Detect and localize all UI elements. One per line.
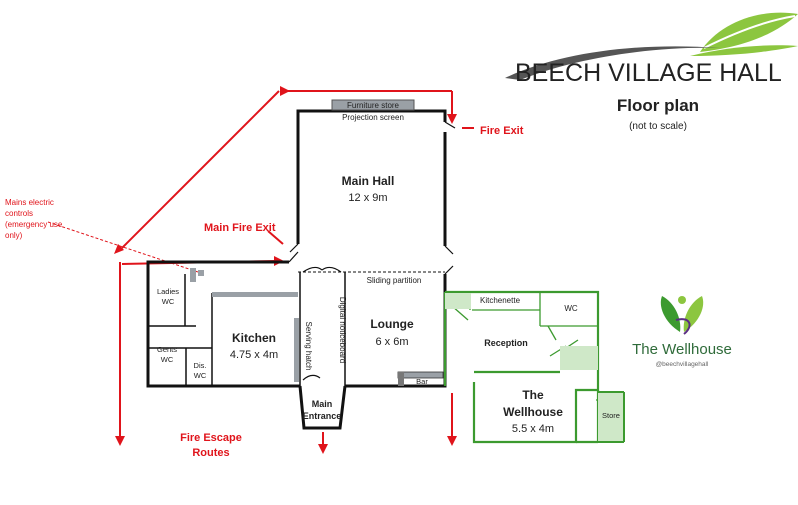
furniture-store-label: Furniture store bbox=[347, 101, 400, 110]
main-entrance-label-1: Main bbox=[312, 399, 333, 409]
main-hall-size: 12 x 9m bbox=[348, 192, 387, 204]
beech-leaf-logo-icon bbox=[505, 12, 798, 80]
arrowheads bbox=[114, 86, 457, 454]
digital-noticeboard-label: Digital noticeboard bbox=[338, 297, 347, 363]
wellhouse-logo-name: The Wellhouse bbox=[632, 341, 732, 358]
page-subtitle: (not to scale) bbox=[629, 121, 687, 132]
ladies-wc-label-1: Ladies bbox=[157, 287, 179, 296]
reception-label: Reception bbox=[484, 338, 528, 348]
wellhouse-size: 5.5 x 4m bbox=[512, 423, 554, 435]
page-title: Floor plan bbox=[617, 96, 699, 115]
fire-escape-routes-line-1: Fire Escape bbox=[180, 432, 242, 444]
kitchen-counter bbox=[212, 292, 298, 297]
internal-walls bbox=[148, 272, 346, 386]
projection-screen-label: Projection screen bbox=[342, 113, 404, 122]
store-room-fill bbox=[598, 392, 624, 442]
reception-counter bbox=[560, 346, 598, 370]
fire-exit-label: Fire Exit bbox=[480, 125, 524, 137]
dis-wc-label-1: Dis. bbox=[194, 361, 207, 370]
bar-end bbox=[398, 372, 404, 386]
wellhouse-name-1: The bbox=[522, 388, 544, 402]
dis-wc-label-2: WC bbox=[194, 371, 207, 380]
mains-controls-leader bbox=[47, 221, 199, 273]
store-label: Store bbox=[602, 411, 620, 420]
fire-escape-routes-line-2: Routes bbox=[192, 447, 229, 459]
kitchen-name: Kitchen bbox=[232, 331, 276, 345]
gents-wc-label-2: WC bbox=[161, 355, 174, 364]
ladies-wc-fixture bbox=[190, 268, 196, 282]
bar-label: Bar bbox=[416, 377, 428, 386]
electric-controls-box bbox=[198, 270, 204, 276]
serving-hatch-label: Serving hatch bbox=[304, 322, 313, 371]
mains-controls-line-4: only) bbox=[5, 231, 23, 240]
kitchenette-counter bbox=[445, 293, 471, 309]
serving-hatch-bar bbox=[294, 318, 299, 382]
main-entrance-label-2: Entrance bbox=[303, 411, 342, 421]
gents-wc-label-1: Gents bbox=[157, 345, 177, 354]
mains-controls-line-2: controls bbox=[5, 209, 33, 218]
mains-controls-line-3: (emergency use bbox=[5, 220, 63, 229]
furniture-store-bar bbox=[331, 99, 415, 111]
lounge-name: Lounge bbox=[370, 317, 414, 331]
kitchenette-label: Kitchenette bbox=[480, 296, 521, 305]
ladies-wc-label-2: WC bbox=[162, 297, 175, 306]
lounge-size: 6 x 6m bbox=[375, 336, 408, 348]
wellhouse-leaf-logo-icon bbox=[660, 296, 704, 335]
logo-text: BEECH VILLAGE HALL bbox=[515, 59, 782, 87]
main-fire-exit-label: Main Fire Exit bbox=[204, 222, 276, 234]
main-hall-name: Main Hall bbox=[342, 174, 395, 188]
kitchen-size: 4.75 x 4m bbox=[230, 349, 278, 361]
wellhouse-logo-handle: @beechvillagehall bbox=[656, 361, 709, 368]
sliding-partition-label: Sliding partition bbox=[367, 276, 422, 285]
main-hall-door-swings bbox=[288, 121, 456, 381]
wellhouse-name-2: Wellhouse bbox=[503, 405, 563, 419]
wc-label: WC bbox=[564, 304, 578, 313]
mains-controls-line-1: Mains electric bbox=[5, 198, 54, 207]
